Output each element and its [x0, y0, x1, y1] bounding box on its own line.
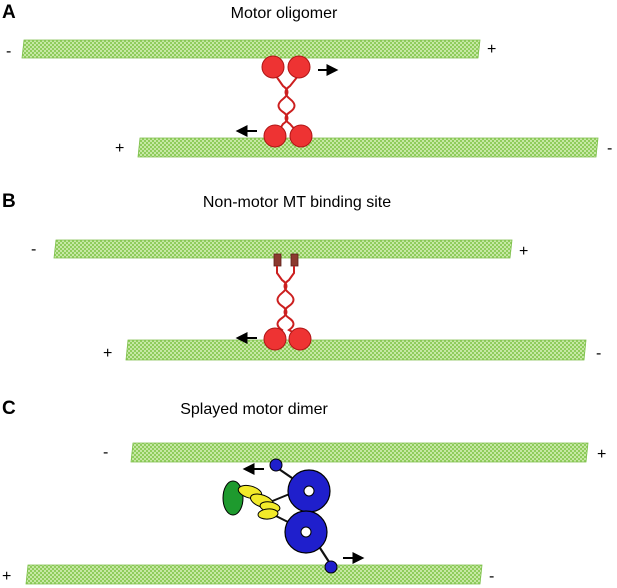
motor-head-top-right — [287, 55, 311, 79]
binding-site-left — [273, 253, 282, 267]
panel-c-title: Splayed motor dimer — [180, 401, 328, 418]
polarity-sign-top-left: - — [31, 241, 36, 258]
panel-b-letter: B — [2, 191, 16, 212]
polarity-sign-bottom-left: + — [103, 345, 112, 362]
panel-b-title: Non-motor MT binding site — [203, 194, 391, 211]
microtubule-top — [21, 39, 481, 59]
panel-c-letter: C — [2, 398, 16, 419]
microtubule-top — [130, 442, 589, 463]
lower-stalk-head — [324, 560, 338, 574]
panel-c: C Splayed motor dimer - + + - — [2, 398, 606, 585]
binding-site-right — [290, 253, 299, 267]
polarity-sign-bottom-right: - — [607, 140, 612, 157]
microtubule-bottom — [125, 339, 587, 361]
panel-b: B Non-motor MT binding site - + + - — [2, 191, 601, 362]
panel-a-letter: A — [2, 2, 16, 23]
motor-head-bottom-left — [263, 124, 287, 148]
polarity-sign-top-right: + — [597, 446, 606, 463]
polarity-sign-bottom-left: + — [2, 568, 11, 585]
polarity-sign-bottom-right: - — [596, 345, 601, 362]
polarity-sign-top-left: - — [103, 444, 108, 461]
upper-stalk-head — [269, 458, 283, 472]
motor-head-bottom-right — [289, 124, 313, 148]
polarity-sign-bottom-left: + — [115, 140, 124, 157]
motor-head-right — [288, 327, 312, 351]
panel-a: A Motor oligomer - + + - — [2, 2, 612, 158]
polarity-sign-top-right: + — [487, 41, 496, 58]
tail-domains — [237, 484, 281, 520]
polarity-sign-bottom-right: - — [489, 568, 494, 585]
microtubule-top — [53, 239, 513, 259]
microtubule-bottom — [25, 564, 483, 585]
polarity-sign-top-left: - — [6, 43, 11, 60]
coiled-coil-stalk — [275, 75, 299, 133]
cargo-ellipse — [222, 480, 244, 516]
coiled-coil-stalk — [276, 266, 297, 335]
polarity-sign-top-right: + — [519, 243, 528, 260]
motor-head-left — [263, 327, 287, 351]
motor-ring-lower-hub — [300, 526, 312, 538]
microtubule-bottom — [137, 137, 599, 158]
motor-head-top-left — [261, 55, 285, 79]
panel-a-title: Motor oligomer — [231, 5, 338, 22]
motor-ring-upper-hub — [303, 485, 315, 497]
